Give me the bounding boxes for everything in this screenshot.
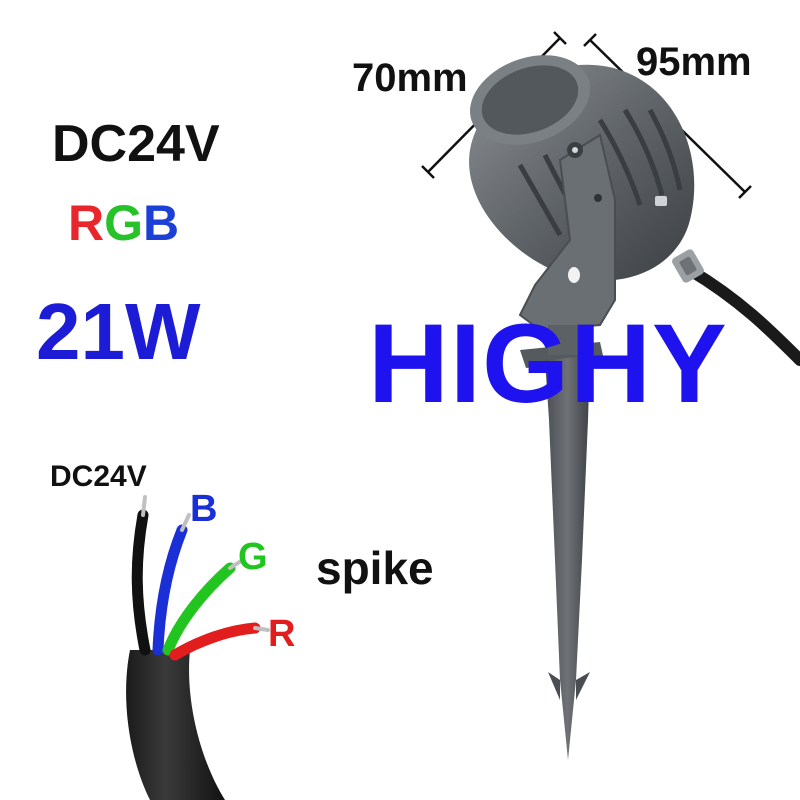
depth-dimension-label: 70mm [352, 56, 468, 100]
power-spec: 21W [36, 287, 201, 376]
wire-green-label: G [238, 536, 268, 578]
rgb-letter-b: B [143, 195, 180, 251]
wire-red-label: R [268, 613, 296, 655]
rgb-cable [126, 495, 270, 800]
cable-gland [672, 249, 704, 283]
wire-blue-label: B [190, 488, 218, 530]
spike-label: spike [316, 542, 434, 594]
brand-watermark: HIGHY [368, 301, 728, 426]
rgb-spec: RGB [68, 198, 179, 248]
blue-wire [152, 524, 188, 656]
lamp-head [469, 55, 695, 281]
rgb-letter-g: G [104, 195, 144, 251]
voltage-spec: DC24V [52, 115, 220, 173]
red-wire [169, 622, 261, 661]
green-wire [162, 562, 236, 656]
power-cord [684, 264, 800, 366]
rgb-letter-r: R [68, 195, 105, 251]
black-wire [131, 509, 151, 656]
wire-supply-label: DC24V [50, 460, 147, 493]
length-dimension-label: 95mm [636, 40, 752, 84]
ground-spike [520, 325, 604, 760]
